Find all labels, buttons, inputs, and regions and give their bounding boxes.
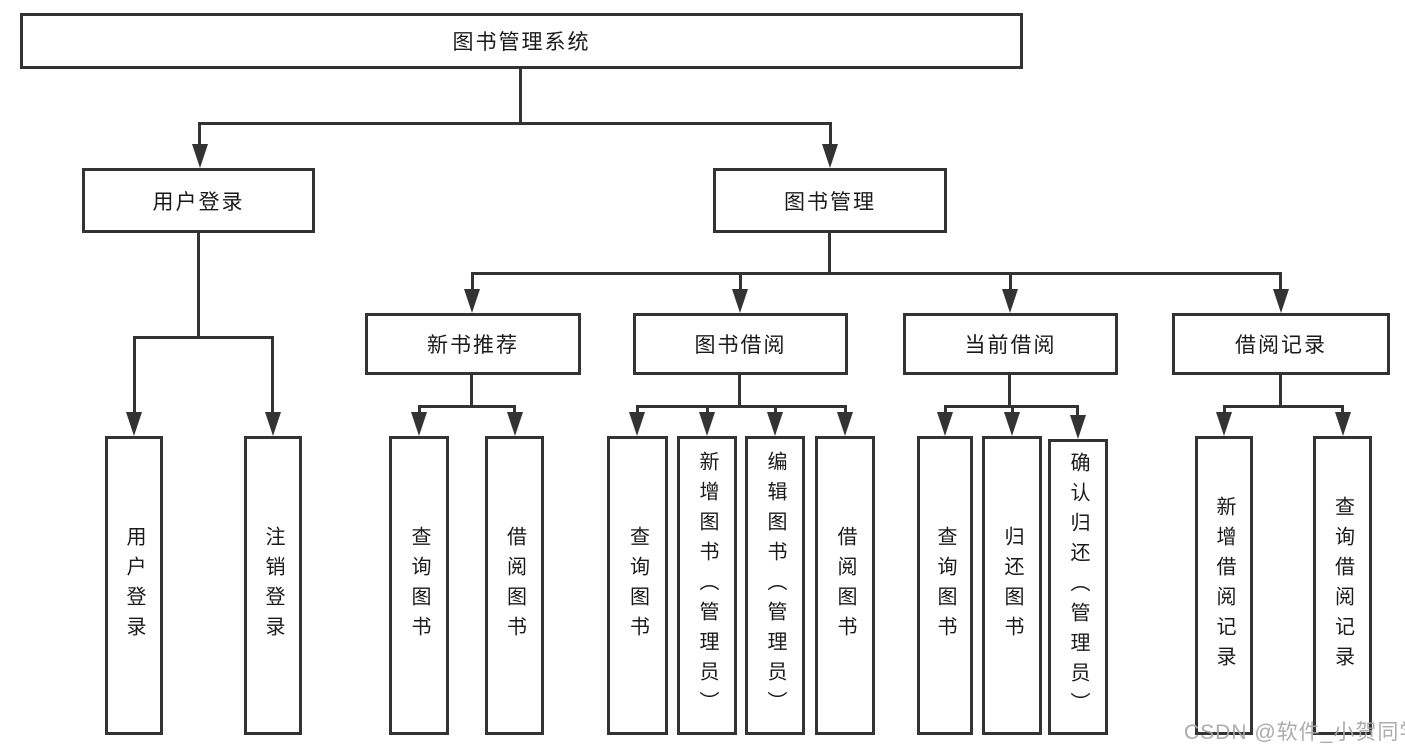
connector-sec3-stem [1008, 375, 1011, 405]
leaf-bb-add-book-admin: 新增图书（管理员） [677, 436, 737, 735]
connector-sec1-stub [471, 272, 474, 292]
connector-sec2-leaf4-stub [844, 405, 847, 415]
leaf-nb-query-book: 查询图书 [389, 436, 449, 735]
connector-sec1-distributor [418, 405, 516, 408]
connector-sec1-stem [470, 375, 473, 405]
leaf-user-login-label: 用户登录 [123, 525, 145, 646]
connector-sec4-leaf2-stub [1341, 405, 1344, 415]
arrow-to-book-mgmt [822, 144, 838, 168]
connector-root-distributor [198, 122, 832, 125]
leaf-cb-confirm-return-admin: 确认归还（管理员） [1048, 439, 1108, 735]
connector-sec2-leaf3-stub [774, 405, 777, 415]
arrow-to-new-book-recommend [464, 289, 480, 313]
arrow-to-user-login [192, 144, 208, 168]
leaf-nb-borrow-book-label: 借阅图书 [503, 525, 526, 646]
node-book-management-label: 图书管理 [784, 190, 876, 214]
arrow-to-bb-add [699, 412, 715, 436]
arrow-to-leaf-user-login [126, 412, 142, 436]
leaf-cb-return-book-label: 归还图书 [1001, 525, 1023, 646]
node-borrow-records: 借阅记录 [1172, 313, 1390, 375]
node-user-login: 用户登录 [82, 168, 315, 233]
leaf-bb-borrow-book: 借阅图书 [815, 436, 875, 735]
leaf-bb-add-book-admin-label: 新增图书（管理员） [696, 450, 718, 721]
arrow-to-current-borrow [1002, 289, 1018, 313]
connector-sec2-leaf2-stub [706, 405, 709, 415]
leaf-br-add-record: 新增借阅记录 [1195, 436, 1253, 735]
node-current-borrow: 当前借阅 [903, 313, 1118, 375]
node-current-borrow-label: 当前借阅 [964, 334, 1057, 357]
node-book-borrow-label: 图书借阅 [694, 334, 787, 357]
node-new-book-recommend-label: 新书推荐 [427, 334, 519, 357]
connector-sec4-distributor [1223, 405, 1344, 408]
arrow-to-nb-borrow [507, 412, 523, 436]
leaf-logout: 注销登录 [244, 436, 302, 735]
connector-user-leaf1-stub [133, 336, 136, 414]
node-root-label: 图书管理系统 [452, 31, 591, 54]
arrow-to-bb-query [629, 412, 645, 436]
leaf-bb-borrow-book-label: 借阅图书 [834, 525, 856, 646]
node-book-borrow: 图书借阅 [633, 313, 848, 375]
leaf-bb-query-book: 查询图书 [607, 436, 668, 735]
connector-mgmt-distributor [471, 272, 1282, 275]
connector-sec1-leaf2-stub [513, 405, 516, 415]
connector-sec3-stub [1009, 272, 1012, 292]
arrow-to-cb-return [1004, 412, 1020, 436]
leaf-cb-confirm-return-admin-label: 确认归还（管理员） [1067, 452, 1089, 722]
connector-sec4-stem [1279, 375, 1282, 405]
connector-user-distributor [133, 336, 274, 339]
connector-user-leaf2-stub [271, 336, 274, 414]
connector-mgmt-stem [828, 233, 831, 272]
connector-sec4-stub [1279, 272, 1282, 292]
leaf-bb-edit-book-admin-label: 编辑图书（管理员） [764, 450, 786, 721]
connector-sec2-distributor [636, 405, 846, 408]
connector-sec3-leaf1-stub [944, 405, 947, 415]
node-borrow-records-label: 借阅记录 [1235, 334, 1327, 357]
leaf-bb-query-book-label: 查询图书 [626, 525, 649, 646]
arrow-to-bb-borrow [837, 412, 853, 436]
connector-root-stem [519, 69, 522, 122]
leaf-nb-borrow-book: 借阅图书 [485, 436, 544, 735]
connector-user-login-stub [198, 122, 201, 148]
leaf-cb-query-book: 查询图书 [917, 436, 973, 735]
node-book-management: 图书管理 [713, 168, 947, 233]
leaf-logout-label: 注销登录 [262, 525, 284, 646]
connector-book-mgmt-stub [829, 122, 832, 148]
leaf-br-query-record-label: 查询借阅记录 [1331, 495, 1354, 676]
node-root: 图书管理系统 [20, 13, 1023, 69]
leaf-user-login: 用户登录 [105, 436, 163, 735]
csdn-watermark: CSDN @软件_小贺同学 [1184, 721, 1405, 744]
arrow-to-cb-query [937, 412, 953, 436]
leaf-cb-return-book: 归还图书 [982, 436, 1042, 735]
connector-sec2-stub [739, 272, 742, 292]
connector-sec3-leaf3-stub [1076, 405, 1079, 417]
connector-sec3-leaf2-stub [1011, 405, 1014, 415]
arrow-to-br-query [1335, 412, 1351, 436]
leaf-br-add-record-label: 新增借阅记录 [1213, 495, 1235, 676]
connector-sec1-leaf1-stub [418, 405, 421, 415]
leaf-cb-query-book-label: 查询图书 [934, 525, 956, 646]
arrow-to-nb-query [411, 412, 427, 436]
node-user-login-label: 用户登录 [152, 190, 245, 214]
connector-user-stem [197, 233, 200, 336]
connector-sec2-stem [738, 375, 741, 405]
leaf-br-query-record: 查询借阅记录 [1313, 436, 1372, 735]
arrow-to-bb-edit [767, 412, 783, 436]
arrow-to-cb-confirm [1070, 415, 1086, 439]
arrow-to-leaf-logout [265, 412, 281, 436]
leaf-nb-query-book-label: 查询图书 [408, 525, 430, 646]
leaf-bb-edit-book-admin: 编辑图书（管理员） [745, 436, 805, 735]
connector-sec4-leaf1-stub [1223, 405, 1226, 415]
connector-sec2-leaf1-stub [636, 405, 639, 415]
arrow-to-borrow-records [1273, 289, 1289, 313]
arrow-to-br-add [1216, 412, 1232, 436]
arrow-to-book-borrow [732, 289, 748, 313]
node-new-book-recommend: 新书推荐 [365, 313, 581, 375]
